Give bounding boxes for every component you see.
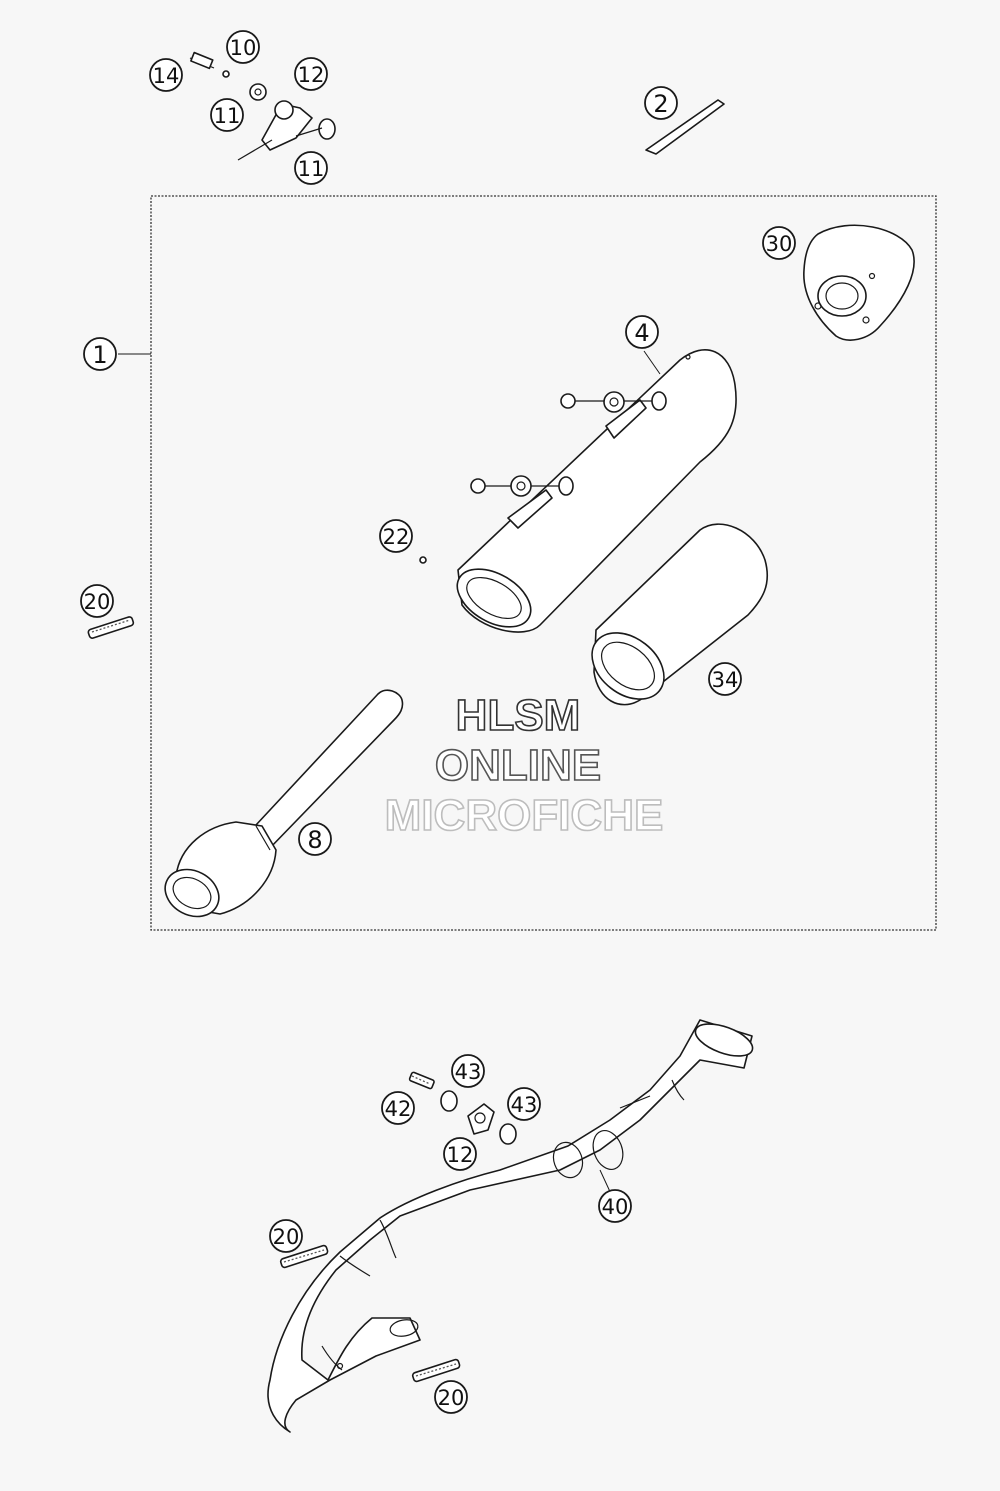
callout-circle [294, 151, 328, 185]
callout-circle [298, 822, 332, 856]
callout-number: 22 [383, 525, 410, 549]
watermark-line-3: MICROFICHE [385, 791, 664, 840]
callout-12: 12 [294, 57, 328, 91]
callout-number: 43 [511, 1093, 538, 1117]
callout-circle [149, 58, 183, 92]
heat-shield-strip [645, 99, 725, 155]
callout-circle [80, 584, 114, 618]
callout-number: 1 [92, 341, 107, 369]
callout-circle [443, 1137, 477, 1171]
callout-circle [644, 86, 678, 120]
callout-20: 20 [80, 584, 114, 618]
callout-number: 20 [273, 1225, 300, 1249]
callout-2: 2 [644, 86, 678, 120]
callout-4: 4 [625, 315, 659, 349]
callout-number: 14 [153, 64, 180, 88]
callout-40: 40 [598, 1189, 632, 1223]
callout-number: 2 [653, 90, 668, 118]
callout-circle [451, 1054, 485, 1088]
callout-14: 14 [149, 58, 183, 92]
callout-number: 30 [766, 232, 793, 256]
callout-number: 20 [84, 590, 111, 614]
callout-number: 43 [455, 1060, 482, 1084]
callout-number: 10 [230, 36, 257, 60]
header-pipe [267, 1019, 754, 1433]
callout-circle [598, 1189, 632, 1223]
rivet [419, 556, 427, 564]
insulation-sleeve [591, 523, 769, 706]
callout-circle [226, 30, 260, 64]
callout-20: 20 [269, 1219, 303, 1253]
spring-upper [87, 616, 135, 639]
callout-22: 22 [379, 519, 413, 553]
callout-circle [507, 1087, 541, 1121]
callout-number: 11 [298, 157, 325, 181]
callout-number: 12 [298, 63, 325, 87]
callout-number: 40 [602, 1195, 629, 1219]
silencer [456, 349, 737, 633]
assembly-box [150, 195, 937, 931]
callout-20: 20 [434, 1380, 468, 1414]
callout-circle [269, 1219, 303, 1253]
callout-circle [434, 1380, 468, 1414]
callout-number: 34 [712, 668, 739, 692]
callout-43: 43 [507, 1087, 541, 1121]
watermark-line-2: ONLINE [435, 741, 601, 790]
callout-circle [210, 98, 244, 132]
callout-number: 12 [447, 1143, 474, 1167]
callout-number: 8 [307, 826, 322, 854]
callout-number: 11 [214, 104, 241, 128]
spring-lower [411, 1358, 461, 1383]
header-mount-group [408, 1071, 517, 1145]
callout-number: 42 [385, 1097, 412, 1121]
callout-43: 43 [451, 1054, 485, 1088]
callout-circle [379, 519, 413, 553]
callout-34: 34 [708, 662, 742, 696]
callout-circle [762, 226, 796, 260]
mounting-bracket-group [189, 51, 336, 161]
callout-circle [625, 315, 659, 349]
watermark-line-1: HLSM [456, 691, 581, 740]
callout-30: 30 [762, 226, 796, 260]
end-cap [803, 224, 915, 341]
callout-circle [381, 1091, 415, 1125]
callout-11: 11 [294, 151, 328, 185]
callout-number: 20 [438, 1386, 465, 1410]
callout-8: 8 [298, 822, 332, 856]
spring-middle [279, 1244, 329, 1269]
callout-10: 10 [226, 30, 260, 64]
callout-12: 12 [443, 1137, 477, 1171]
callout-42: 42 [381, 1091, 415, 1125]
callout-11: 11 [210, 98, 244, 132]
callout-1: 1 [83, 337, 117, 371]
callout-circle [83, 337, 117, 371]
callout-number: 4 [634, 319, 649, 347]
mid-pipe [164, 689, 404, 918]
callout-circle [294, 57, 328, 91]
callout-circle [708, 662, 742, 696]
